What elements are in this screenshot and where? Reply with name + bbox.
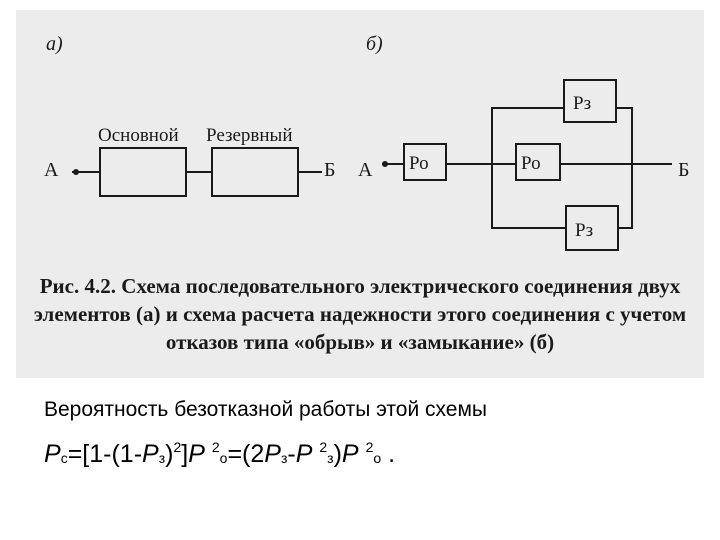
- formula-var: P: [295, 440, 313, 468]
- formula-sub: c: [60, 450, 68, 466]
- scanned-figure: а) б) А Основной Резервный Б А Ро Ро Б Р…: [16, 10, 704, 378]
- wire-bypass-top-right: [616, 107, 633, 164]
- formula-sup: 2: [211, 439, 220, 455]
- node-a2: А: [358, 159, 373, 181]
- caption-line-3: отказов типа «обрыв» и «замыкание» (б): [165, 330, 555, 354]
- box-main: [99, 147, 187, 197]
- wire-bypass-top-left: [491, 107, 564, 164]
- slide-text: Вероятность безотказной работы этой схем…: [44, 396, 704, 473]
- node-a: А: [44, 159, 59, 181]
- figure-caption: Рис. 4.2. Схема последовательного электр…: [20, 272, 700, 356]
- formula-var: P: [264, 440, 281, 468]
- caption-line-2: элементов (а) и схема расчета надежности…: [33, 302, 687, 326]
- formula-sub: o: [373, 450, 382, 466]
- formula-var: P: [188, 440, 205, 468]
- caption-line-1: Рис. 4.2. Схема последовательного электр…: [39, 274, 681, 298]
- probability-sentence: Вероятность безотказной работы этой схем…: [44, 398, 488, 421]
- box-main-label: Основной: [98, 125, 179, 146]
- formula-sup: 2: [173, 439, 182, 455]
- reliability-formula: Pc=[1-(1-Pз)2]P 2o=(2Pз-P 2з)P 2o .: [44, 438, 704, 473]
- formula-var: P: [44, 440, 61, 468]
- node-b2: Б: [678, 159, 689, 181]
- box-ro-2: [515, 143, 561, 181]
- box-ro-1-label: Ро: [409, 153, 429, 174]
- formula-sup: 2: [319, 439, 328, 455]
- label-b: б): [366, 33, 383, 55]
- formula-sup: 2: [365, 439, 374, 455]
- formula-text: =[1-(1-: [67, 440, 143, 468]
- formula-var: P: [341, 440, 359, 468]
- box-rz-top: [563, 79, 617, 123]
- box-ro-1: [403, 143, 447, 181]
- formula-sub: з: [158, 450, 166, 466]
- formula-text: .: [381, 440, 396, 468]
- formula-sub: з: [280, 450, 288, 466]
- box-rz-top-label: Рз: [573, 93, 591, 114]
- box-reserve: [211, 147, 299, 197]
- formula-text: ): [333, 440, 342, 468]
- circuit-diagram: а) б) А Основной Резервный Б А Ро Ро Б Р…: [44, 33, 689, 251]
- node-b: Б: [324, 159, 335, 181]
- box-reserve-label: Резервный: [206, 125, 293, 146]
- formula-text: =(2: [227, 440, 265, 468]
- terminal-a: [73, 169, 79, 175]
- wire-bypass-bottom-right: [618, 164, 633, 229]
- formula-text: -: [287, 440, 296, 468]
- box-rz-bottom-label: Рз: [575, 220, 593, 241]
- formula-var: P: [142, 440, 159, 468]
- formula-sub: o: [219, 450, 228, 466]
- box-ro-2-label: Ро: [521, 153, 541, 174]
- formula-text: ]: [181, 440, 189, 468]
- terminal-a2: [382, 161, 388, 167]
- formula-sub: з: [327, 450, 334, 466]
- label-a: а): [46, 33, 63, 55]
- formula-text: ): [165, 440, 174, 468]
- wire-bypass-bottom-left: [491, 164, 566, 229]
